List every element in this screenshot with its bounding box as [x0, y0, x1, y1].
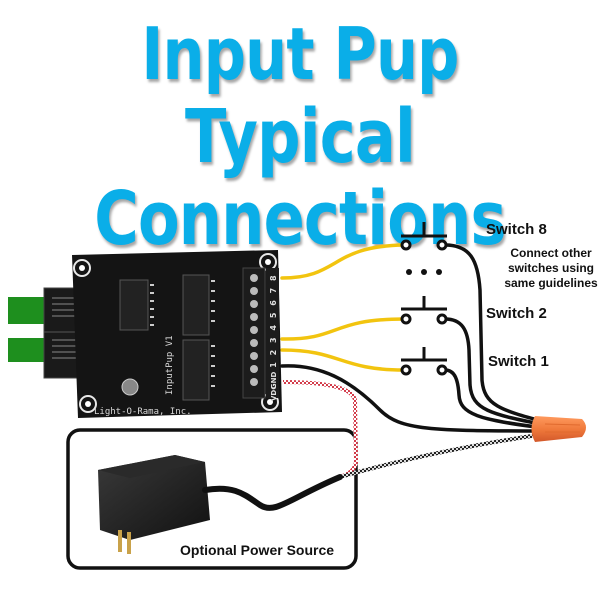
board-maker-text: Light-O-Rama, Inc.: [94, 407, 192, 417]
title-line-1: Input Pup: [141, 12, 459, 96]
terminal-label: 6: [269, 300, 278, 306]
wire-nut-icon: [531, 416, 586, 442]
guideline-note-line-2: switches using: [507, 261, 595, 275]
ground-wire: [280, 364, 547, 433]
power-source-label: Optional Power Source: [180, 542, 335, 558]
ellipsis-icon: [406, 269, 442, 275]
terminal-label: 1: [269, 362, 278, 368]
switch-2-symbol: [400, 296, 448, 325]
wire-switch-8: [280, 243, 406, 280]
wire-switch-1: [280, 348, 406, 372]
terminal-label: 2: [269, 350, 278, 356]
terminal-label: 7: [269, 288, 278, 294]
wall-adapter-icon: [98, 455, 343, 554]
terminal-label: 5: [269, 312, 278, 318]
guideline-note: Connect other switches using same guidel…: [486, 246, 600, 291]
terminal-label: 8: [269, 275, 278, 281]
terminal-label: 3: [269, 337, 278, 343]
switch-2-label: Switch 2: [486, 305, 547, 322]
power-negative-wire: [339, 432, 546, 479]
switch-8-label: Switch 8: [486, 221, 547, 238]
switch-1-label: Switch 1: [488, 353, 549, 370]
power-source-box: [66, 428, 358, 570]
board-name-text: InputPup V1: [165, 335, 175, 395]
guideline-note-line-3: same guidelines: [504, 276, 598, 290]
wire-switch-2: [280, 317, 406, 341]
common-wires: [280, 243, 547, 433]
terminal-label: VDC: [270, 385, 278, 401]
guideline-note-line-1: Connect other: [510, 246, 592, 260]
signal-wires: [280, 243, 406, 372]
switch-8-symbol: [400, 222, 448, 251]
terminal-label: 4: [269, 325, 278, 331]
terminal-label: GND: [270, 372, 278, 390]
switch-1-symbol: [400, 347, 448, 376]
